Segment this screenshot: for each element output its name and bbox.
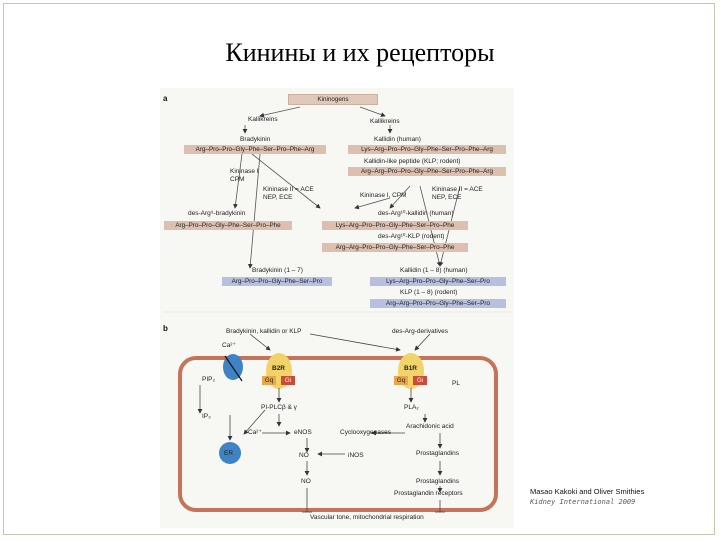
ip3-label: IP₃ (202, 413, 211, 420)
figure-credit: Masao Kakoki and Oliver Smithies Kidney … (530, 487, 644, 507)
ca-er-label: Ca²⁺ (248, 429, 262, 436)
kallidin-label: Kallidin (human) (374, 136, 421, 143)
klp-label: Kallidin-like peptide (KLP; rodent) (364, 158, 461, 165)
kininogens-box: Kininogens (288, 94, 378, 105)
gi-right: Gi (413, 376, 427, 385)
des-arg10-kallidin-label: des-Arg¹⁰-kallidin (human) (378, 210, 454, 217)
bradykinin-seq: Arg–Pro–Pro–Gly–Phe–Ser–Pro–Phe–Arg (184, 145, 326, 154)
prostaglandin-receptors-label: Prostaglandin receptors (394, 490, 463, 497)
b1r-label: B1R (404, 365, 418, 372)
klp-seq: Arg–Arg–Pro–Pro–Gly–Phe–Ser–Pro–Phe–Arg (348, 167, 506, 176)
credit-authors: Masao Kakoki and Oliver Smithies (530, 487, 645, 496)
kallidin-1-8-label: Kallidin (1 – 8) (human) (400, 267, 468, 274)
b2r-label: B2R (272, 365, 286, 372)
pla2-label: PLA₂ (404, 404, 419, 411)
kinin-figure: a Kininogens Kallikreins Kallikreins Bra… (160, 88, 514, 528)
kallidin-1-8-seq: Lys–Arg–Pro–Pro–Gly–Phe–Ser–Pro (370, 277, 506, 286)
prostaglandins-inside-label: Prostaglandins (416, 450, 459, 457)
figure-arrows (162, 106, 512, 513)
kininase2-right-label: Kininase II = ACE NEP, ECE (432, 186, 483, 201)
des-arg9-bk-label: des-Arg⁹-bradykinin (188, 210, 246, 217)
kallikreins-right-label: Kallikreins (370, 118, 400, 125)
prostaglandins-outside-label: Prostaglandins (416, 478, 459, 485)
pl-label: PL (452, 380, 460, 387)
pip2-label: PIP₂ (202, 376, 215, 383)
kininase2-left-label: Kininase II = ACE NEP, ECE (263, 186, 314, 201)
des-arg-klp-label: des-Arg¹⁰-KLP (rodent) (378, 233, 445, 240)
kininase1-right-label: Kininase I, CPM (360, 192, 407, 199)
ligands-b1-label: des-Arg-derivatives (392, 328, 448, 335)
arachidonic-label: Arachidonic acid (406, 423, 454, 430)
kininase1-left-label: Kininase I CPM (230, 168, 259, 183)
no-outside-label: NO (301, 478, 311, 485)
pi-plc-label: PI-PLCβ & γ (261, 404, 297, 411)
inos-label: iNOS (348, 452, 364, 459)
ca-channel-label: Ca²⁺ (222, 342, 236, 349)
slide-frame (3, 3, 715, 535)
bradykinin-label: Bradykinin (240, 136, 271, 143)
des-arg9-bk-seq: Arg–Pro–Pro–Gly–Phe–Ser–Pro–Phe (164, 221, 292, 230)
bk-1-7-label: Bradykinin (1 – 7) (252, 267, 303, 274)
enos-label: eNOS (294, 429, 312, 436)
panel-b-label: b (163, 324, 168, 333)
er-label: ER (224, 450, 234, 457)
bk-1-7-seq: Arg–Pro–Pro–Gly–Phe–Ser–Pro (222, 277, 332, 286)
kallikreins-left-label: Kallikreins (248, 116, 278, 123)
klp-1-8-label: KLP (1 – 8) (rodent) (400, 289, 458, 296)
outcome-label: Vascular tone, mitochondrial respiration (310, 514, 424, 521)
des-arg-klp-seq: Arg–Arg–Pro–Pro–Gly–Phe–Ser–Pro–Phe (322, 243, 468, 252)
klp-1-8-seq: Arg–Arg–Pro–Pro–Gly–Phe–Ser–Pro (370, 299, 506, 308)
panel-a-label: a (163, 94, 168, 103)
gi-left: Gi (281, 376, 295, 385)
credit-journal: Kidney International 2009 (530, 498, 636, 506)
no-inside-label: NO (299, 452, 309, 459)
gq-left: Gq (262, 376, 276, 385)
kallidin-seq: Lys–Arg–Pro–Pro–Gly–Phe–Ser–Pro–Phe–Arg (348, 145, 506, 154)
ligands-b2-label: Bradykinin, kallidin or KLP (226, 328, 302, 335)
slide-title: Кинины и их рецепторы (225, 38, 495, 67)
cox-label: Cyclooxygenases (340, 429, 391, 436)
gq-right: Gq (394, 376, 408, 385)
des-arg10-kallidin-seq: Lys–Arg–Pro–Pro–Gly–Phe–Ser–Pro–Phe (322, 221, 468, 230)
